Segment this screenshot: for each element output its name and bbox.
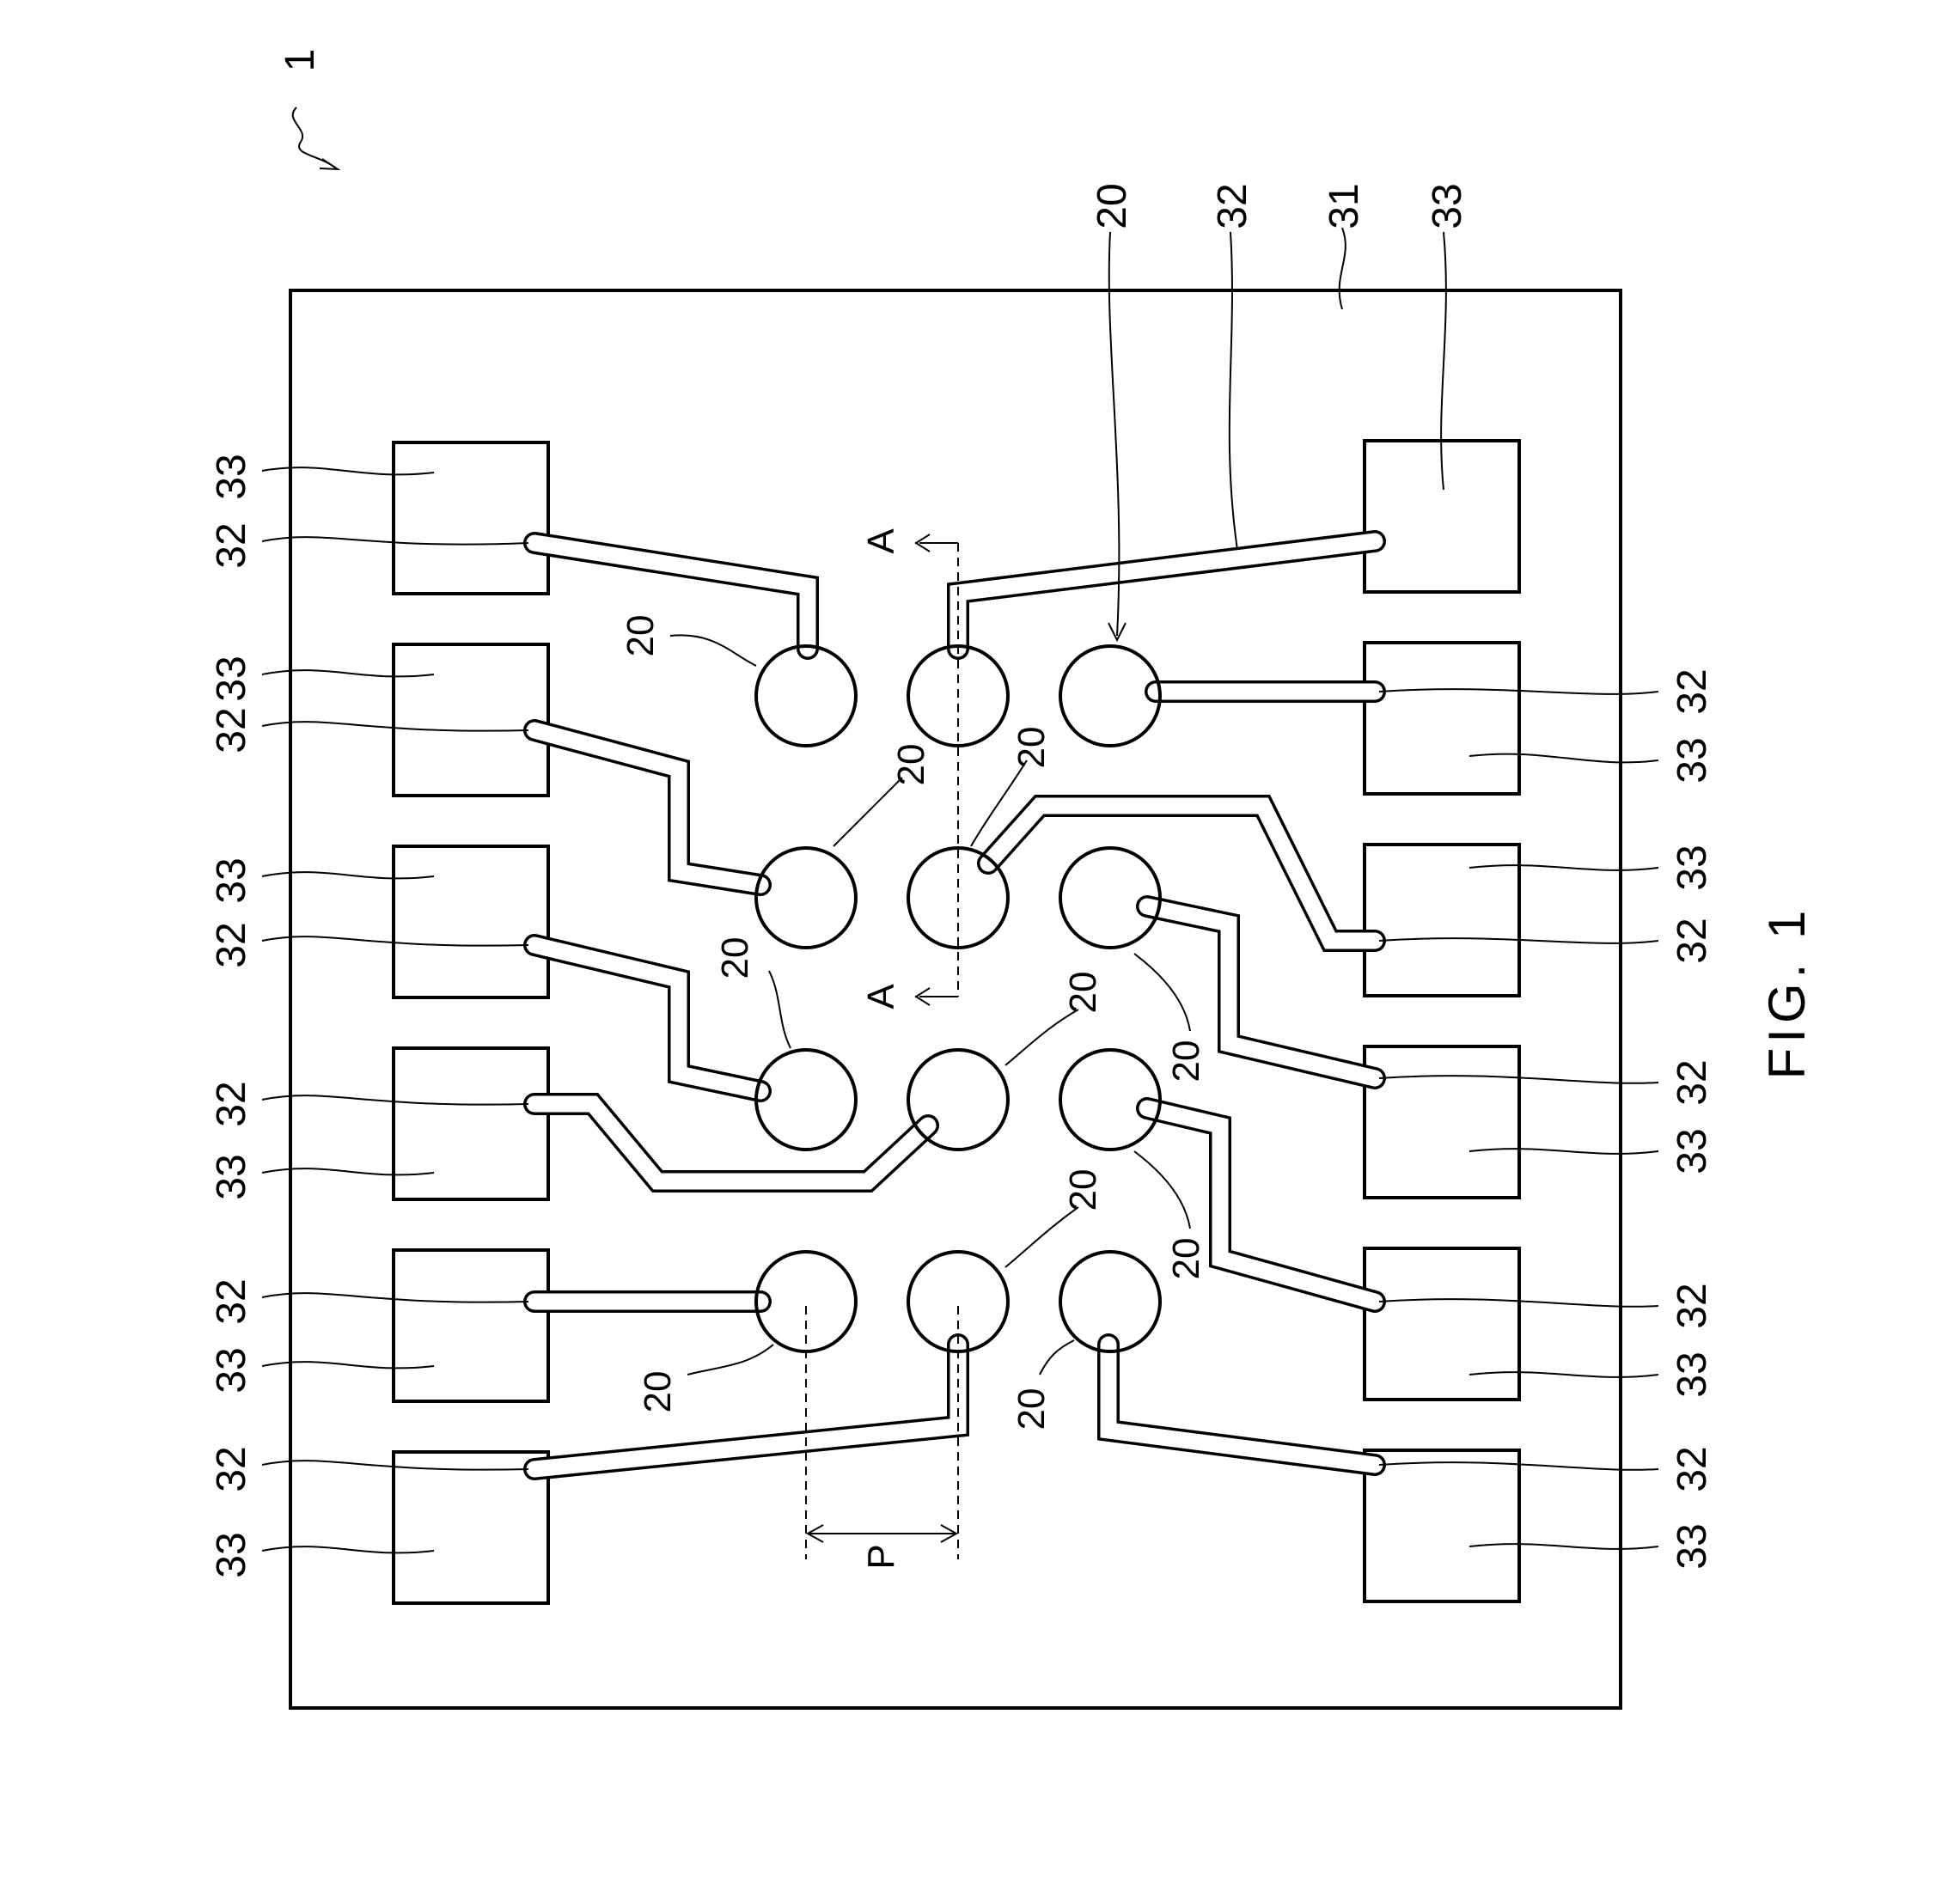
figure-caption: FIG. 1: [1758, 906, 1816, 1080]
leader: [1469, 1372, 1658, 1377]
bump-label: 20: [1011, 1388, 1053, 1430]
wiring-trace-fill: [534, 1104, 928, 1181]
section-mark-top: A: [860, 528, 902, 554]
wiring-leader-top: [1230, 232, 1237, 550]
pad: [1365, 643, 1519, 794]
wiring-label-top: 32: [1210, 183, 1255, 229]
bump-leader: [833, 778, 902, 846]
substrate-label: 31: [1322, 183, 1367, 229]
bump-label: 20: [637, 1371, 679, 1413]
leader: [262, 1168, 434, 1174]
bump: [756, 646, 856, 746]
left-labels: 33 32 33 32 33 32 32 33 32 33 32 33: [209, 454, 528, 1577]
wiring-label: 32: [209, 1278, 254, 1324]
wiring-label: 32: [209, 707, 254, 753]
bump-leader: [1040, 1340, 1074, 1375]
pad-label: 33: [209, 656, 254, 701]
wiring-trace-fill: [534, 1345, 958, 1469]
wiring-label: 32: [209, 1081, 254, 1126]
pad: [394, 1048, 548, 1199]
bump-label: 20: [1165, 1040, 1207, 1083]
pad: [1365, 1248, 1519, 1400]
pad-label: 33: [209, 1154, 254, 1199]
device-reference-label: 1: [278, 49, 323, 72]
leader: [262, 467, 434, 474]
leader: [262, 1362, 434, 1368]
left-pads: [394, 442, 548, 1603]
wiring-label: 32: [209, 1446, 254, 1491]
pad-label: 33: [1670, 737, 1715, 783]
right-pads: [1365, 441, 1519, 1601]
pad-label-top: 33: [1425, 183, 1470, 229]
wiring-label: 32: [1670, 1446, 1715, 1491]
bump-leader: [1134, 1151, 1190, 1229]
pad-label: 33: [1670, 845, 1715, 890]
leader: [1469, 865, 1658, 870]
device-reference-leader: [293, 107, 335, 168]
wiring-trace-fill: [534, 730, 760, 885]
bump-leader: [1005, 1009, 1078, 1065]
pad: [1365, 1450, 1519, 1601]
bump-label-top: 20: [1090, 183, 1135, 229]
wiring-traces: [534, 541, 1375, 1469]
leader: [262, 670, 434, 676]
section-mark-bottom: A: [860, 984, 902, 1009]
bump-leader: [1134, 954, 1190, 1031]
bump-label: 20: [714, 937, 756, 979]
pad-leader-top: [1441, 232, 1446, 490]
pad: [394, 644, 548, 796]
wiring-label: 32: [1670, 668, 1715, 714]
right-labels: 32 33 33 32 32 33 32 33 32 33: [1379, 668, 1715, 1569]
bump-leader: [769, 971, 791, 1048]
bump-leader: [670, 635, 756, 666]
leader: [1469, 1149, 1658, 1154]
leader: [1469, 1544, 1658, 1549]
bump: [1060, 646, 1160, 746]
wiring-label: 32: [1670, 1059, 1715, 1105]
bump-label: 20: [1165, 1238, 1207, 1280]
wiring-label: 32: [1670, 1283, 1715, 1328]
bump-leader: [687, 1345, 773, 1375]
wiring-label: 32: [1670, 918, 1715, 963]
pad: [394, 442, 548, 594]
leader: [262, 872, 434, 878]
substrate-leader: [1340, 228, 1346, 309]
bump-leader: [1005, 1207, 1078, 1267]
pad-label: 33: [1670, 1351, 1715, 1397]
leader: [262, 1546, 434, 1552]
leader: [1469, 754, 1658, 763]
pad: [394, 846, 548, 997]
wiring-label: 32: [209, 522, 254, 568]
device-reference: 1: [278, 49, 338, 169]
pad-label: 33: [209, 857, 254, 903]
pitch-label: P: [860, 1544, 902, 1569]
bump-label: 20: [1062, 972, 1104, 1014]
bump-label: 20: [890, 744, 932, 786]
pad-label: 33: [209, 1347, 254, 1393]
pad: [394, 1250, 548, 1401]
pad-label: 33: [1670, 1128, 1715, 1174]
bump: [756, 848, 856, 948]
bump: [908, 1050, 1008, 1150]
pad: [1365, 1046, 1519, 1198]
bump-label: 20: [620, 615, 662, 657]
wiring-trace: [958, 541, 1375, 649]
pad-label: 33: [209, 1532, 254, 1577]
bump-label: 20: [1062, 1169, 1104, 1211]
pad: [1365, 845, 1519, 996]
pad-label: 33: [209, 454, 254, 499]
bump-label: 20: [1011, 727, 1053, 769]
pad-label: 33: [1670, 1523, 1715, 1569]
wiring-label: 32: [209, 922, 254, 967]
bump: [756, 1050, 856, 1150]
